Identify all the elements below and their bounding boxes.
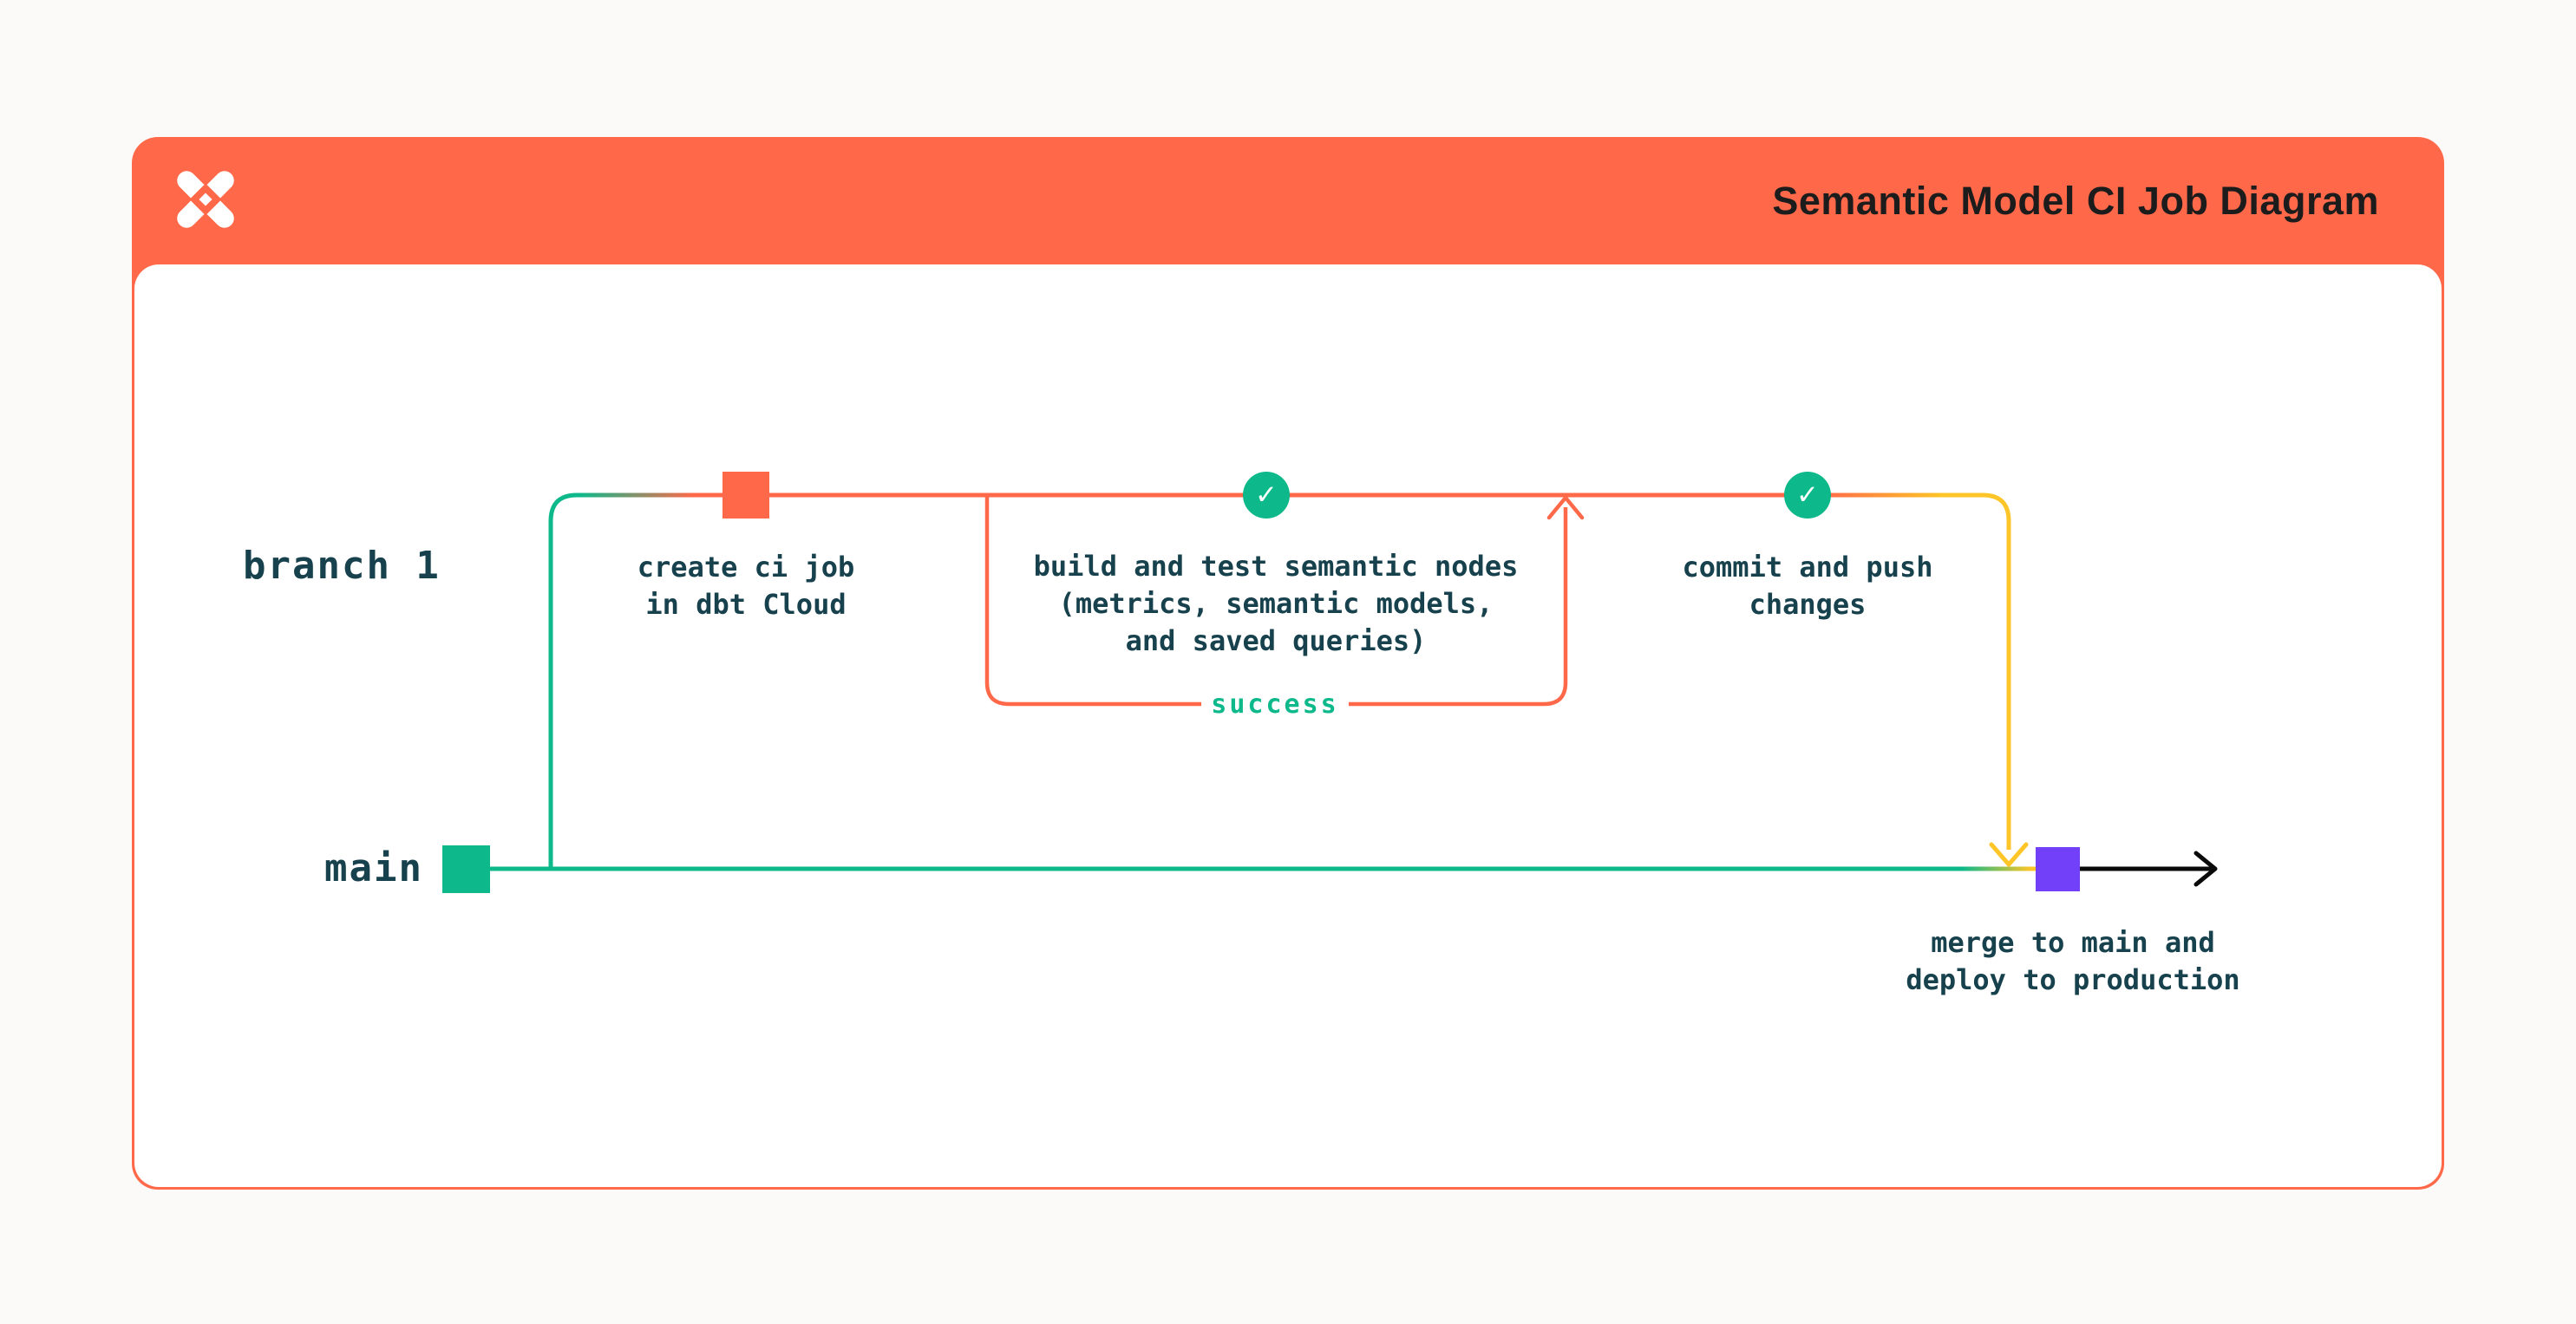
- continuation-arrowhead-icon: [2194, 851, 2218, 887]
- page-title: Semantic Model CI Job Diagram: [1772, 178, 2379, 223]
- merge-drop-arrowhead-icon: [1989, 842, 2029, 867]
- commit-and-push-label: commit and push changes: [1612, 549, 2003, 623]
- diagram-card: Semantic Model CI Job Diagram: [132, 137, 2444, 1190]
- label-line: and saved queries): [1125, 624, 1427, 657]
- merge-and-deploy-node: [2036, 847, 2080, 891]
- create-ci-job-node: [722, 472, 769, 519]
- label-line: commit and push: [1682, 551, 1933, 584]
- label-line: deploy to production: [1906, 963, 2240, 996]
- check-icon: ✓: [1796, 479, 1819, 511]
- label-line: create ci job: [637, 551, 855, 584]
- branch-riser-line: [548, 492, 578, 869]
- merge-drop-line: [1941, 492, 2011, 850]
- success-loop-left: [984, 497, 1201, 707]
- check-icon: ✓: [1255, 479, 1278, 511]
- success-loop-arrowhead-icon: [1546, 495, 1585, 520]
- success-loop-right: [1349, 507, 1568, 707]
- label-line: build and test semantic nodes: [1033, 550, 1519, 583]
- build-and-test-node: ✓: [1243, 472, 1290, 519]
- card-body: [134, 264, 2442, 1187]
- label-line: merge to main and: [1931, 926, 2215, 959]
- label-line: changes: [1749, 588, 1867, 621]
- label-line: in dbt Cloud: [645, 588, 847, 621]
- card-header: Semantic Model CI Job Diagram: [132, 137, 2444, 264]
- merge-and-deploy-label: merge to main and deploy to production: [1856, 924, 2290, 999]
- dbt-logo-icon: [177, 171, 234, 228]
- create-ci-job-label: create ci job in dbt Cloud: [572, 549, 919, 623]
- lane-label-main: main: [324, 846, 423, 890]
- build-and-test-label: build and test semantic nodes (metrics, …: [972, 548, 1579, 660]
- success-loop-label: success: [1211, 689, 1339, 720]
- commit-and-push-node: ✓: [1784, 472, 1831, 519]
- main-start-commit-node: [442, 845, 490, 893]
- lane-label-branch-1: branch 1: [243, 544, 441, 588]
- label-line: (metrics, semantic models,: [1058, 587, 1494, 620]
